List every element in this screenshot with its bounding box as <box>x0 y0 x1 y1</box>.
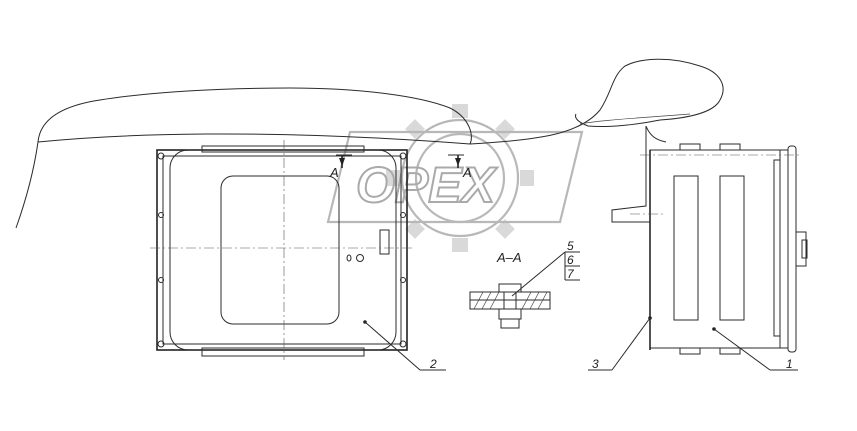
door-latch <box>379 229 390 255</box>
front-frame-inner <box>162 155 402 345</box>
nut <box>498 308 522 320</box>
leader-5 <box>511 251 566 297</box>
mounting-bolts <box>157 152 407 348</box>
callout-leaders: 2 1 3 <box>363 316 798 371</box>
door-edge <box>787 145 797 353</box>
lock-keyhole <box>356 254 364 262</box>
door-side <box>779 149 789 349</box>
vent-slot-left <box>673 175 699 321</box>
bottom-lip <box>201 347 365 357</box>
bolt-tail <box>500 318 520 329</box>
box-body <box>649 149 781 349</box>
front-panel <box>169 149 397 351</box>
box-side-view <box>611 125 808 355</box>
watermark-text: OPEX <box>356 157 498 213</box>
section-marker-right: A <box>448 154 472 180</box>
top-lip <box>201 145 365 153</box>
lock-pin <box>346 254 352 262</box>
watermark-logo: OPEX <box>326 104 584 252</box>
plate-hatching <box>473 291 548 310</box>
callout-1: 1 <box>786 357 793 371</box>
vent-slot-right <box>719 175 745 321</box>
section-title: A–A <box>496 250 522 265</box>
mount-bracket <box>611 125 667 223</box>
callout-2: 2 <box>429 357 437 371</box>
door-window <box>220 175 340 325</box>
section-marker-label: A <box>329 165 339 180</box>
section-marker-left: A <box>329 154 352 180</box>
seat-contour <box>15 58 724 229</box>
section-detail: A–A 5 6 7 <box>469 239 580 329</box>
callout-7: 7 <box>567 267 575 281</box>
callout-3: 3 <box>592 357 599 371</box>
seat-bracket-line <box>579 113 691 125</box>
plate-lower <box>469 299 551 310</box>
side-latch <box>795 231 807 267</box>
box-front-view <box>150 140 412 360</box>
section-marker-label: A <box>462 165 472 180</box>
callout-5: 5 <box>567 239 574 253</box>
gear-icon <box>386 104 534 252</box>
callout-6: 6 <box>567 253 574 267</box>
